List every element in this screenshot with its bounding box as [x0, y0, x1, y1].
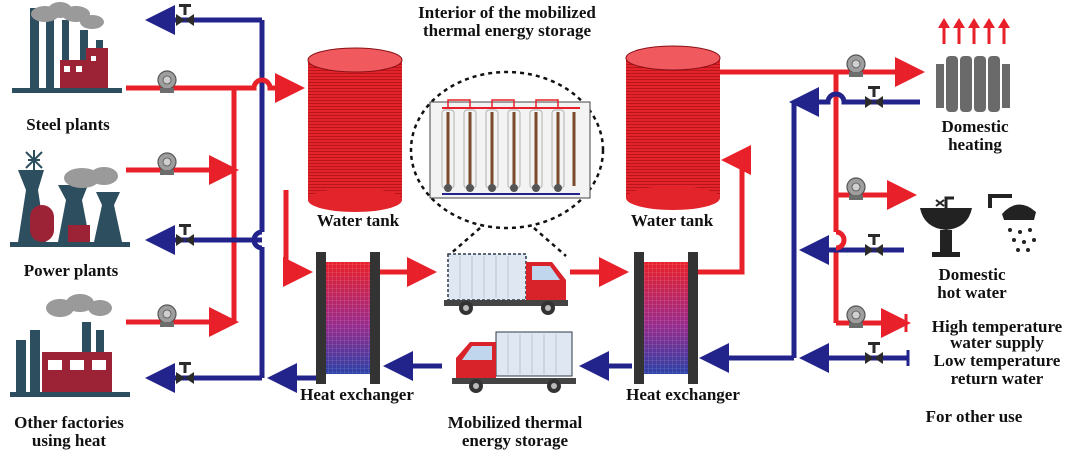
pump-icon — [846, 54, 866, 329]
label-steel-plants: Steel plants — [26, 115, 110, 134]
label-interior-line1: Interior of the mobilized — [418, 3, 596, 22]
smoke-icon — [31, 2, 104, 29]
water-tank-left — [307, 47, 403, 212]
label-mobilized-line1: Mobilized thermal — [447, 413, 583, 432]
radiator-icon — [936, 56, 1010, 112]
truck-return-icon — [452, 331, 576, 393]
label-water-tank-left: Water tank — [316, 211, 400, 230]
label-heat-exchanger-right: Heat exchanger — [626, 385, 740, 404]
label-domestic-heating-line1: Domestic — [941, 117, 1009, 136]
power-plant-icon — [10, 150, 130, 247]
label-low-temp-line1: Low temperature — [933, 351, 1061, 370]
label-domestic-hot-water-line2: hot water — [937, 283, 1007, 302]
label-high-temp-line1: High temperature — [931, 317, 1063, 336]
water-tank-right — [625, 45, 721, 210]
label-other-use: For other use — [925, 407, 1023, 426]
label-heat-exchanger-left: Heat exchanger — [300, 385, 414, 404]
label-domestic-hot-water-line1: Domestic — [938, 265, 1006, 284]
pump-icon — [157, 70, 177, 328]
shower-icon — [988, 194, 1036, 252]
interior-inset — [409, 70, 605, 257]
right-pipes — [698, 57, 925, 373]
label-other-factories-line2: using heat — [31, 431, 107, 450]
label-other-factories-line1: Other factories — [14, 413, 124, 432]
heat-exchanger-right — [634, 252, 698, 384]
left-pipes — [126, 5, 318, 393]
valve-icon — [176, 4, 194, 384]
label-domestic-heating-line2: heating — [948, 135, 1002, 154]
steel-plant-icon — [12, 2, 122, 93]
other-factory-icon — [10, 294, 130, 397]
sink-icon — [920, 196, 972, 257]
label-interior-line2: thermal energy storage — [422, 21, 592, 40]
center-pipes — [380, 257, 632, 381]
label-high-temp-line2: water supply — [950, 333, 1044, 352]
heat-exchanger-left — [316, 252, 380, 384]
label-power-plants: Power plants — [23, 261, 119, 280]
label-low-temp-line2: return water — [950, 369, 1044, 388]
label-water-tank-right: Water tank — [630, 211, 714, 230]
heat-up-arrows-icon — [938, 18, 1010, 44]
label-mobilized-line2: energy storage — [461, 431, 569, 450]
truck-loaded-icon — [444, 253, 568, 315]
